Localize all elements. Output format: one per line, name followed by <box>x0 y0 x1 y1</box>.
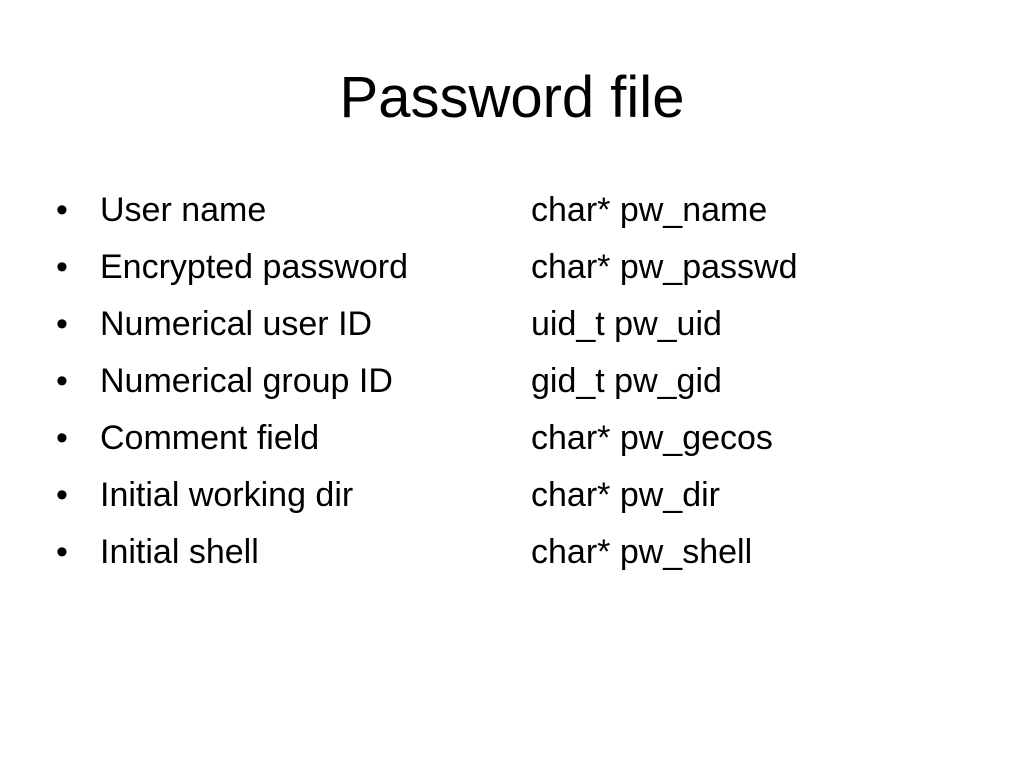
list-item: • Comment field char* pw_gecos <box>56 410 797 467</box>
field-type: char* pw_name <box>531 191 768 229</box>
field-label: Encrypted password <box>100 248 409 286</box>
list-item: • Numerical user ID uid_t pw_uid <box>56 296 797 353</box>
field-label: Numerical user ID <box>100 305 373 343</box>
field-type: char* pw_gecos <box>531 419 773 457</box>
slide-title: Password file <box>339 65 685 130</box>
field-label: Numerical group ID <box>100 362 393 400</box>
bullet-list: • User name char* pw_name • Encrypted pa… <box>56 182 797 581</box>
list-item: • User name char* pw_name <box>56 182 797 239</box>
bullet-icon: • <box>56 533 68 571</box>
field-label: Comment field <box>100 419 320 457</box>
bullet-icon: • <box>56 248 68 286</box>
field-label: User name <box>100 191 267 229</box>
field-type: char* pw_shell <box>531 533 753 571</box>
bullet-icon: • <box>56 362 68 400</box>
field-type: char* pw_dir <box>531 476 720 514</box>
field-label: Initial shell <box>100 533 259 571</box>
list-item: • Encrypted password char* pw_passwd <box>56 239 797 296</box>
list-item: • Initial working dir char* pw_dir <box>56 467 797 524</box>
bullet-icon: • <box>56 191 68 229</box>
field-type: gid_t pw_gid <box>531 362 722 400</box>
field-type: uid_t pw_uid <box>531 305 722 343</box>
bullet-icon: • <box>56 305 68 343</box>
field-label: Initial working dir <box>100 476 354 514</box>
field-type: char* pw_passwd <box>531 248 798 286</box>
bullet-icon: • <box>56 419 68 457</box>
list-item: • Initial shell char* pw_shell <box>56 524 797 581</box>
list-item: • Numerical group ID gid_t pw_gid <box>56 353 797 410</box>
bullet-icon: • <box>56 476 68 514</box>
